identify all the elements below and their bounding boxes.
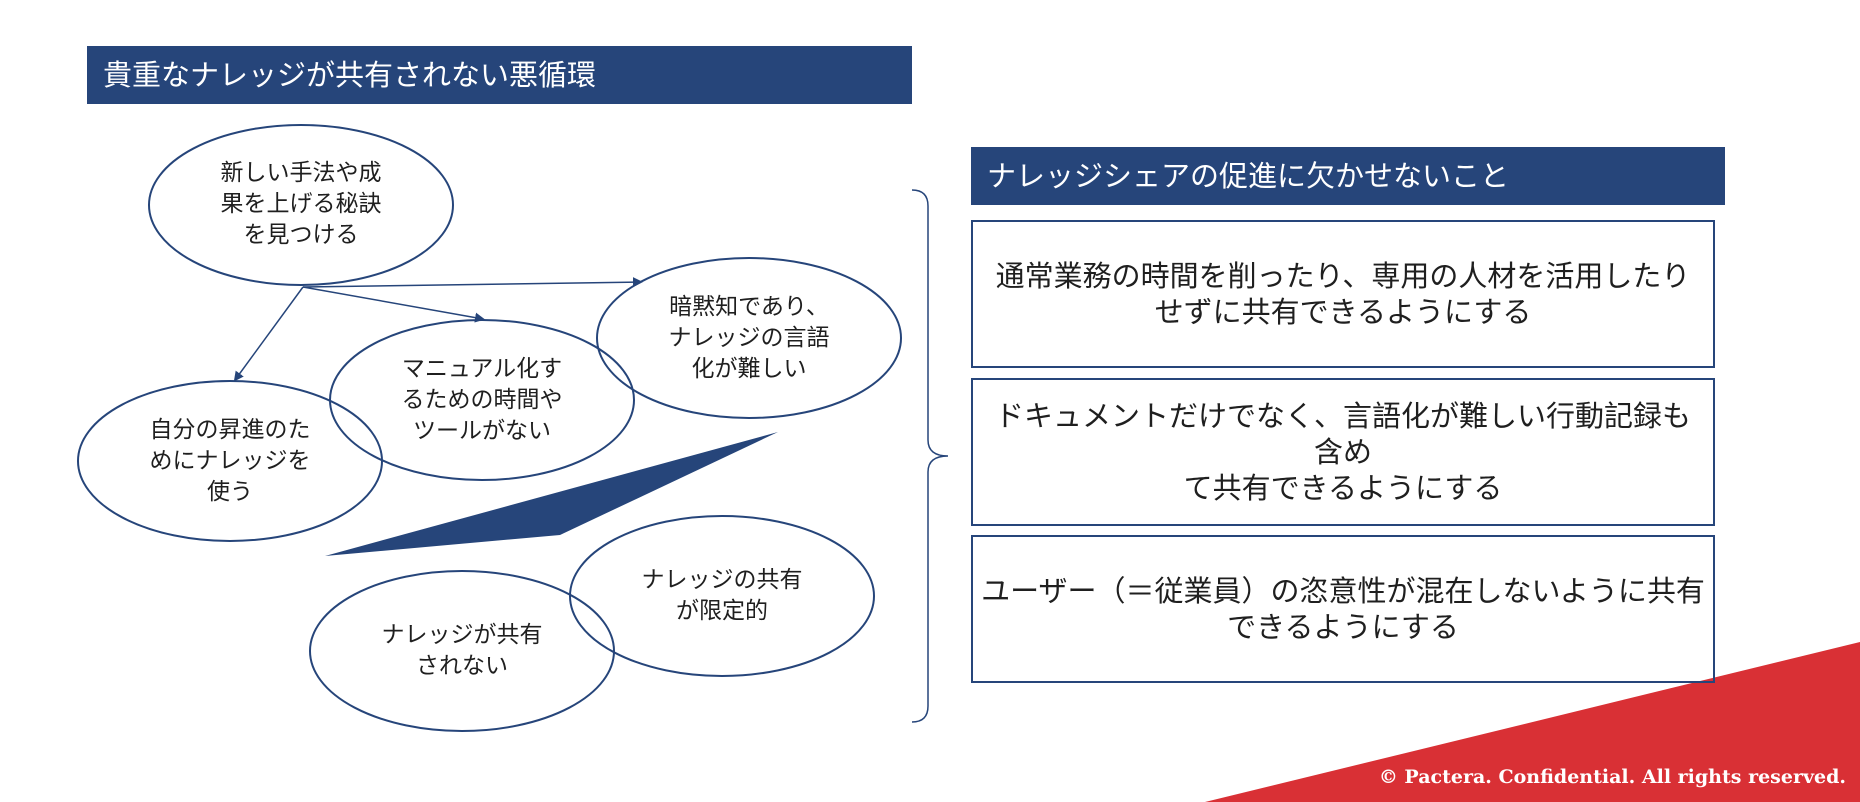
right-brace: [911, 189, 949, 723]
right-panel-title-text: ナレッジシェアの促進に欠かせないこと: [987, 158, 1510, 193]
requirement-box-2: ドキュメントだけでなく、言語化が難しい行動記録も含め て共有できるようにする: [971, 378, 1715, 526]
bubble-limited-shape: [569, 515, 875, 677]
requirement-box-3: ユーザー（＝従業員）の恣意性が混在しないように共有 できるようにする: [971, 535, 1715, 683]
arrow-to-self-use: [233, 286, 304, 382]
bubble-tacit-shape: [596, 257, 902, 419]
bubble-self-use-shape: [77, 380, 383, 542]
bubble-no-time: マニュアル化す るための時間や ツールがない: [401, 356, 563, 444]
right-panel-title: ナレッジシェアの促進に欠かせないこと: [971, 147, 1725, 205]
bubble-not-shared: ナレッジが共有 されない: [381, 622, 543, 679]
requirement-text-1: 通常業務の時間を削ったり、専用の人材を活用したり せずに共有できるようにする: [995, 259, 1691, 329]
arrow-to-tacit: [302, 277, 643, 288]
left-panel-title-text: 貴重なナレッジが共有されない悪循環: [103, 57, 597, 92]
wedge-arrow: [325, 432, 778, 556]
left-panel-title: 貴重なナレッジが共有されない悪循環: [87, 46, 912, 104]
copyright-text: © Pactera. Confidential. All rights rese…: [1378, 766, 1846, 788]
bubble-discover: 新しい手法や成 果を上げる秘訣 を見つける: [220, 160, 382, 248]
requirement-text-2: ドキュメントだけでなく、言語化が難しい行動記録も含め て共有できるようにする: [994, 399, 1691, 505]
arrow-to-no-time: [302, 286, 485, 323]
requirement-text-3: ユーザー（＝従業員）の恣意性が混在しないように共有 できるようにする: [981, 574, 1705, 644]
bubble-not-shared-shape: [309, 570, 615, 732]
bubble-self-use: 自分の昇進のた めにナレッジを 使う: [149, 417, 311, 505]
bubble-limited: ナレッジの共有 が限定的: [641, 567, 803, 624]
bubble-tacit: 暗黙知であり、 ナレッジの言語 化が難しい: [668, 294, 830, 382]
bubble-discover-shape: [148, 124, 454, 286]
requirement-box-1: 通常業務の時間を削ったり、専用の人材を活用したり せずに共有できるようにする: [971, 220, 1715, 368]
